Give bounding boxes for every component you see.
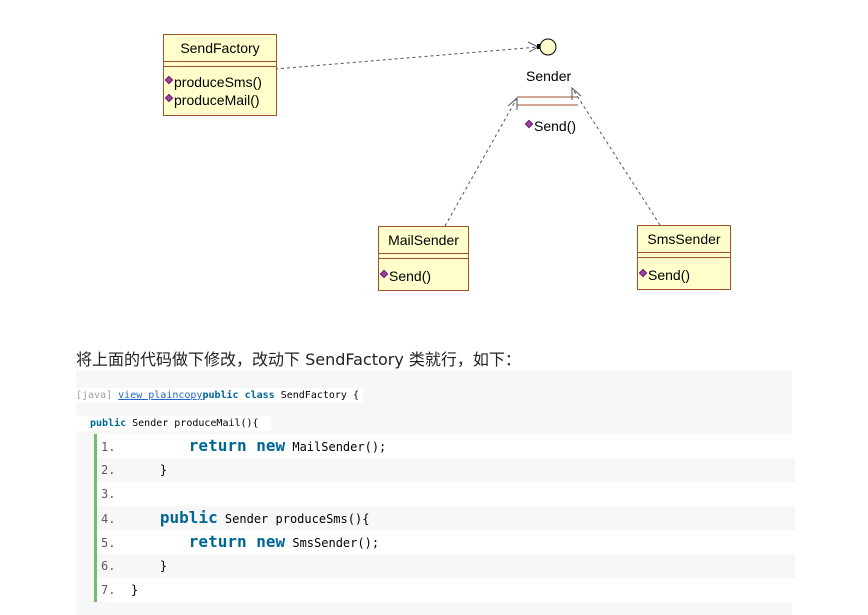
operation-icon	[379, 269, 389, 279]
interface-anchor	[537, 44, 542, 49]
line-number: 2.	[101, 463, 116, 477]
line-number: 6.	[101, 559, 116, 573]
line-number: 1.	[101, 440, 116, 454]
code-indent	[131, 463, 160, 477]
code-line: 4. public Sender produceSms(){	[97, 506, 795, 530]
code-keyword: return new	[188, 532, 286, 551]
intro-paragraph: 将上面的代码做下修改，改动下 SendFactory 类就行，如下：	[76, 350, 521, 369]
sendfactory-class: SendFactory produceSms() produceMail()	[163, 34, 277, 116]
code-text: MailSender();	[285, 440, 387, 454]
code-indent	[131, 440, 189, 454]
mailsender-attributes	[379, 254, 468, 259]
code-line: 5. return new SmsSender();	[97, 530, 795, 554]
code-text: SmsSender();	[285, 536, 380, 550]
operation-icon	[638, 268, 648, 278]
line-number: 3.	[101, 487, 116, 501]
code-lines: 1. return new MailSender();2. }3.4. publ…	[94, 434, 795, 602]
code-text: Sender produceSms(){	[217, 512, 370, 526]
code-text: }	[159, 559, 168, 573]
realization-line-sms	[571, 87, 661, 226]
code-text: }	[159, 463, 168, 477]
realization-line-mail	[444, 97, 518, 227]
operation-icon	[164, 93, 174, 103]
code-subheader-text: Sender produceMail(){	[126, 418, 259, 429]
view-plain-link[interactable]: view plaincopy	[118, 390, 203, 401]
sendfactory-class-name: SendFactory	[164, 35, 276, 62]
line-number: 5.	[101, 536, 116, 550]
code-subheader-keyword: public	[90, 418, 127, 429]
mailsender-class: MailSender Send()	[378, 226, 469, 291]
mailsender-op-send: Send()	[379, 267, 468, 285]
sendfactory-attributes	[164, 62, 276, 67]
smssender-class: SmsSender Send()	[637, 225, 731, 290]
smssender-op-send: Send()	[638, 266, 730, 284]
code-keyword: public	[159, 508, 218, 527]
sender-op-send: Send()	[524, 117, 576, 135]
smssender-class-name: SmsSender	[638, 226, 730, 253]
code-block: [java] view plaincopypublic class SendFa…	[76, 370, 795, 615]
uml-connectors	[271, 38, 661, 227]
operation-icon	[524, 119, 534, 129]
code-line: 7.}	[97, 578, 795, 602]
code-indent	[131, 536, 189, 550]
code-keyword: return new	[188, 436, 286, 455]
code-header-keyword: public class	[202, 390, 275, 401]
next-content-peek	[76, 607, 116, 615]
code-subheader: public Sender produceMail(){	[76, 416, 271, 431]
code-language-label: [java]	[76, 390, 113, 401]
smssender-attributes	[638, 253, 730, 258]
code-line: 1. return new MailSender();	[97, 434, 795, 458]
sendfactory-op-producesms: produceSms()	[164, 73, 276, 91]
uml-class-diagram: SendFactory produceSms() produceMail() S…	[163, 34, 731, 291]
code-header-text: SendFactory {	[274, 390, 359, 401]
sender-interface-icon	[539, 38, 557, 56]
code-line: 2. }	[97, 458, 795, 482]
code-indent	[131, 512, 160, 526]
line-number: 7.	[101, 583, 116, 597]
code-line: 3.	[97, 482, 795, 506]
sendfactory-op-producemail: produceMail()	[164, 91, 276, 109]
code-indent	[131, 559, 160, 573]
realization-arrowhead-mail	[507, 96, 518, 110]
code-line: 6. }	[97, 554, 795, 578]
dependency-line	[274, 46, 539, 70]
sender-interface-name: Sender	[526, 68, 572, 84]
line-number: 4.	[101, 512, 116, 526]
realization-arrowhead-sms	[571, 86, 582, 100]
code-text: }	[131, 583, 139, 597]
mailsender-class-name: MailSender	[379, 227, 468, 254]
code-toolbar: [java] view plaincopypublic class SendFa…	[76, 388, 363, 403]
operation-icon	[164, 75, 174, 85]
